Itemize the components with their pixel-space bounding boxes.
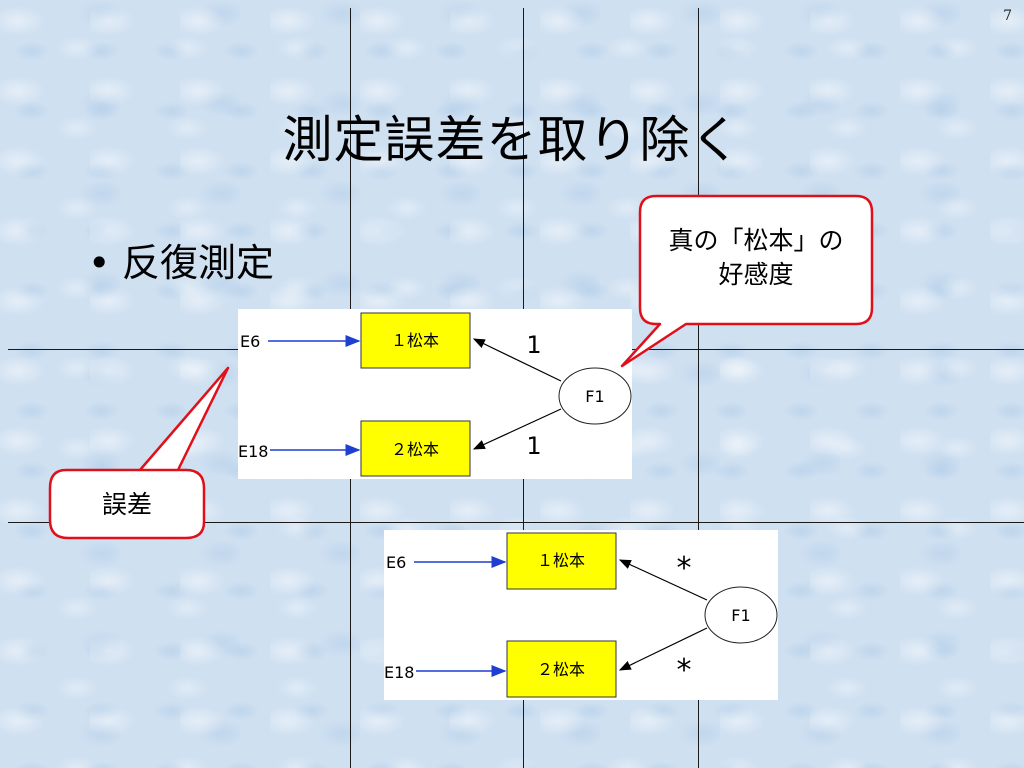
factor-label: F1 [585,387,604,406]
indicator-box [506,532,617,590]
bullet-item: •反復測定 [88,232,274,287]
factor-label: F1 [731,606,750,625]
indicator-box [506,640,617,698]
page-number: 7 [1003,8,1012,24]
path-diagram-top: E6 １松本 E18 ２松本 F1 1 1 [238,309,632,479]
loading-label: * [677,653,692,688]
grid-line-horizontal [8,522,1024,523]
factor-ellipse [704,586,778,644]
loading-label: 1 [526,331,541,359]
true-score-callout: 真の「松本」の 好感度 [640,224,872,292]
error-term-label: E6 [240,332,260,351]
indicator-label: ２松本 [391,440,439,459]
callout-line: 真の「松本」の [668,226,844,255]
path-diagram-bottom: E6 １松本 E18 ２松本 F1 * * [384,530,778,700]
error-callout: 誤差 [101,490,152,519]
indicator-label: ２松本 [537,660,585,679]
indicator-label: １松本 [537,551,585,570]
loading-arrow [618,559,708,601]
loading-arrow [472,408,562,450]
factor-ellipse [558,367,632,425]
grid-line-vertical [698,8,699,768]
bullet-text: 反復測定 [122,241,275,285]
bullet-marker: • [88,241,111,285]
loading-arrow [618,627,708,671]
error-term-label: E18 [238,442,268,461]
indicator-box [360,420,471,477]
error-term-label: E18 [384,663,414,682]
loading-label: 1 [526,432,541,460]
indicator-label: １松本 [391,331,439,350]
indicator-box [360,312,471,369]
slide-title: 測定誤差を取り除く [282,111,742,169]
callout-line: 好感度 [718,260,794,289]
loading-arrow [472,338,562,382]
error-term-label: E6 [386,553,406,572]
loading-label: * [677,551,692,586]
